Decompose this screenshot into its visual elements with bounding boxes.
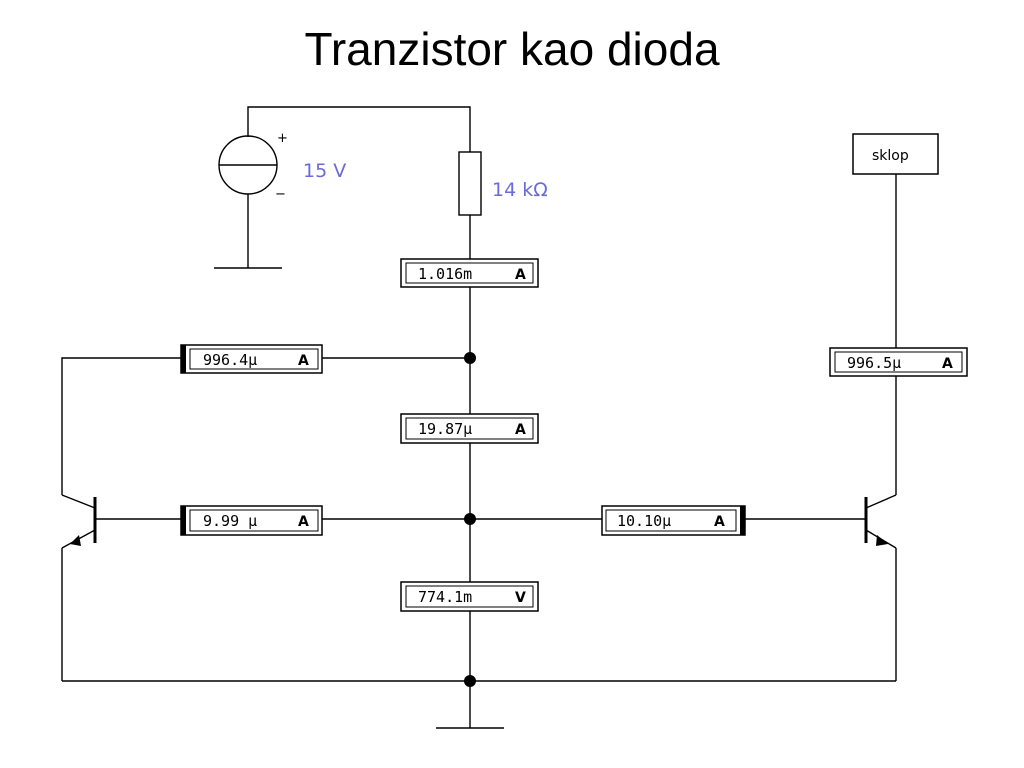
transistor-right (864, 494, 897, 681)
ammeter-base-value: 19.87μ (418, 420, 472, 438)
ammeter-base-unit: A (515, 422, 526, 438)
ammeter-right-collector-unit: A (942, 356, 953, 372)
slide-title: Tranzistor kao dioda (304, 23, 720, 75)
ammeter-left-base-unit: A (298, 514, 309, 530)
ammeter-right-collector-value: 996.5μ (847, 354, 901, 372)
voltmeter: 774.1m V (400, 581, 539, 612)
sklop-box: sklop (852, 133, 939, 175)
ammeter-left-collector-value: 996.4μ (203, 351, 257, 369)
source-voltage-label: 15 V (303, 160, 346, 182)
ammeter-left-collector-unit: A (298, 353, 309, 369)
ammeter-total: 1.016m A (400, 258, 539, 288)
source-minus-sign: − (275, 187, 286, 202)
ammeter-total-value: 1.016m (418, 265, 472, 283)
ammeter-right-base: 10.10μ A (601, 505, 746, 536)
voltmeter-value: 774.1m (418, 588, 472, 606)
transistor-left (61, 494, 97, 681)
wire-top (214, 106, 471, 269)
ammeter-base: 19.87μ A (400, 413, 539, 444)
ammeter-right-base-value: 10.10μ (617, 512, 671, 530)
voltage-source: + − 15 V (218, 131, 346, 202)
ammeter-right-collector: 996.5μ A (829, 347, 968, 377)
source-plus-sign: + (277, 131, 288, 146)
resistor-value-label: 14 kΩ (492, 179, 548, 201)
ammeter-left-collector: 996.4μ A (180, 344, 323, 374)
resistor: 14 kΩ (458, 151, 548, 216)
ammeter-right-base-unit: A (714, 514, 725, 530)
sklop-label: sklop (872, 148, 909, 164)
ammeter-left-base-value: 9.99 μ (203, 512, 257, 530)
ammeter-left-base: 9.99 μ A (180, 505, 323, 536)
ammeter-total-unit: A (515, 267, 526, 283)
voltmeter-unit: V (515, 590, 526, 606)
